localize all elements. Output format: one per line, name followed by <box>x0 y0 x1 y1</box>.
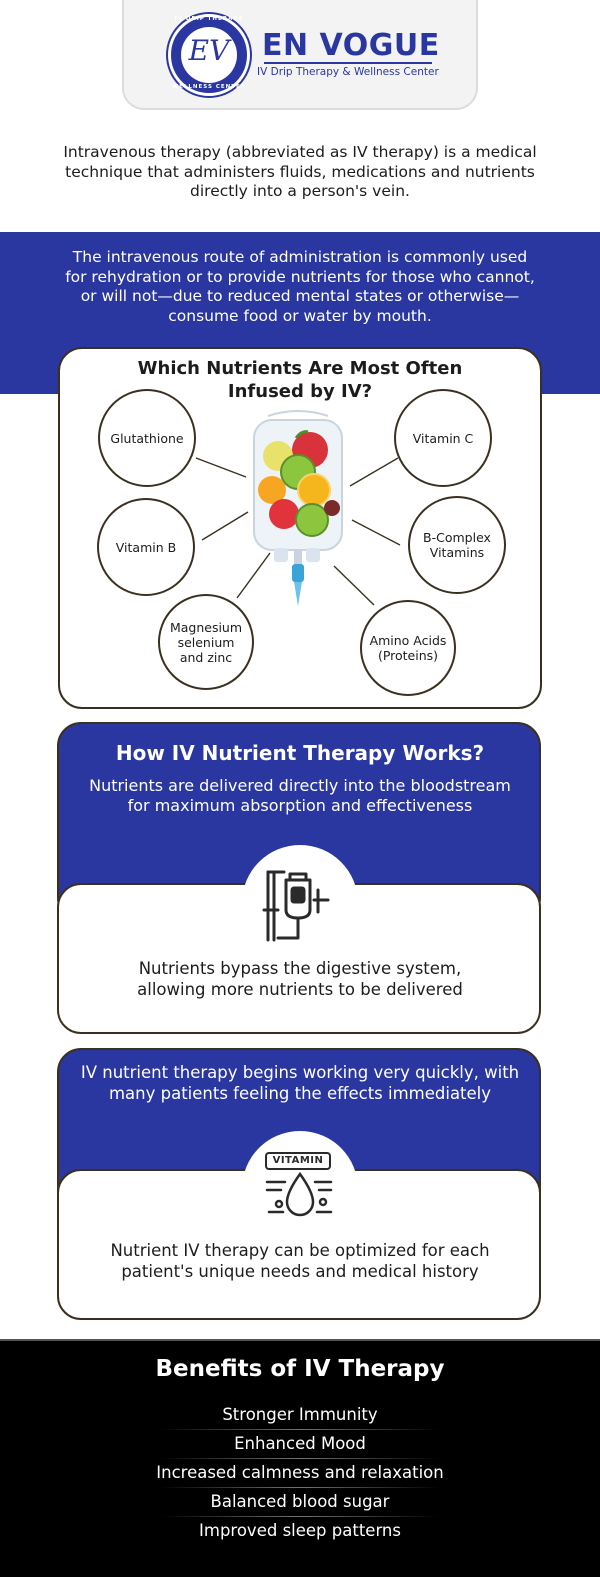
brand-divider <box>264 62 432 64</box>
nutrient-vitamin-b: Vitamin B <box>97 498 195 596</box>
speed-text: IV nutrient therapy begins working very … <box>80 1063 520 1103</box>
benefit-item: Balanced blood sugar <box>210 1492 390 1511</box>
logo-badge-top-text: IV DRIP THERAPY <box>174 16 244 22</box>
nutrients-title: Which Nutrients Are Most Often Infused b… <box>137 358 463 402</box>
drop-icon <box>265 1172 333 1217</box>
nutrient-amino-acids: Amino Acids (Proteins) <box>360 600 456 696</box>
how-subtitle: Nutrients are delivered directly into th… <box>89 776 511 815</box>
logo-badge-bottom-text: WELLNESS CENTER <box>172 84 246 90</box>
iv-drip-stand-icon <box>262 870 330 942</box>
speed-icon-bump <box>242 1131 358 1247</box>
brand-name: EN VOGUE <box>262 28 440 63</box>
benefit-divider <box>160 1429 440 1430</box>
benefit-divider <box>160 1487 440 1488</box>
benefit-divider <box>160 1458 440 1459</box>
nutrient-magnesium: Magnesium selenium and zinc <box>158 594 254 690</box>
benefit-item: Enhanced Mood <box>234 1434 366 1453</box>
iv-bag-fruit-icon <box>253 410 343 606</box>
benefit-divider <box>160 1516 440 1517</box>
logo-monogram: EV <box>188 34 230 67</box>
benefit-item: Improved sleep patterns <box>199 1521 401 1540</box>
band-text: The intravenous route of administration … <box>65 248 535 325</box>
how-title: How IV Nutrient Therapy Works? <box>115 741 485 765</box>
intro-text: Intravenous therapy (abbreviated as IV t… <box>63 143 537 200</box>
brand-tagline: IV Drip Therapy & Wellness Center <box>257 66 439 78</box>
vitamin-drop-icon: VITAMIN <box>265 1150 335 1220</box>
benefits-section <box>0 1339 600 1577</box>
benefit-item: Increased calmness and relaxation <box>156 1463 444 1482</box>
nutrient-vitamin-c: Vitamin C <box>394 389 492 487</box>
nutrient-b-complex: B-Complex Vitamins <box>408 496 506 594</box>
how-detail: Nutrients bypass the digestive system, a… <box>137 959 463 999</box>
benefits-title: Benefits of IV Therapy <box>155 1356 445 1382</box>
vitamin-label: VITAMIN <box>265 1152 331 1170</box>
nutrient-connector-lines <box>195 457 401 606</box>
nutrient-glutathione: Glutathione <box>98 389 196 487</box>
benefit-item: Stronger Immunity <box>222 1405 378 1424</box>
speed-detail: Nutrient IV therapy can be optimized for… <box>110 1241 490 1281</box>
logo-inner <box>181 27 237 83</box>
